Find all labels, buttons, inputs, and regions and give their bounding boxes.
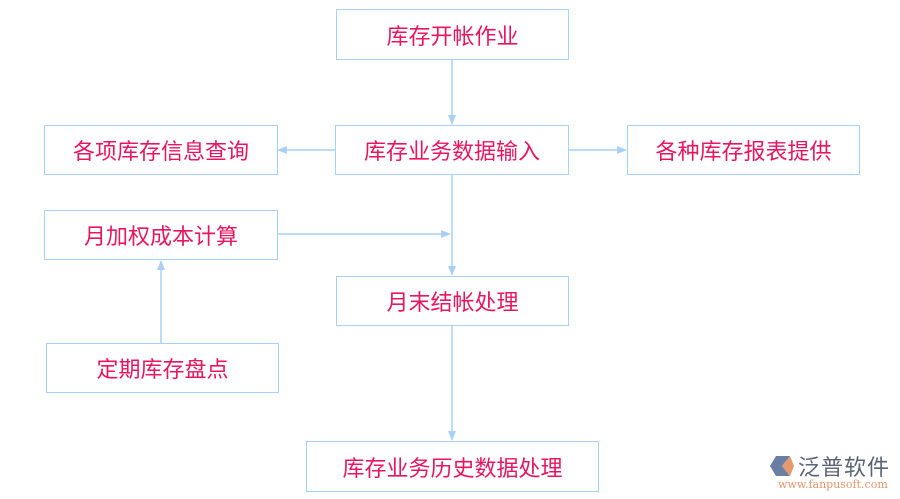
node-opening: 库存开帐作业 bbox=[336, 9, 569, 60]
logo-url: www.fanpusoft.com bbox=[778, 478, 888, 491]
node-reports: 各种库存报表提供 bbox=[627, 125, 860, 175]
node-history: 库存业务历史数据处理 bbox=[306, 441, 599, 492]
node-stocktake: 定期库存盘点 bbox=[46, 343, 279, 393]
node-month-end: 月末结帐处理 bbox=[336, 276, 569, 326]
node-weighted-cost: 月加权成本计算 bbox=[44, 210, 278, 260]
logo-name: 泛普软件 bbox=[798, 456, 891, 481]
logo: 泛普软件 www.fanpusoft.com bbox=[768, 450, 898, 495]
node-query: 各项库存信息查询 bbox=[44, 125, 278, 175]
node-input: 库存业务数据输入 bbox=[335, 125, 569, 175]
logo-icon bbox=[770, 456, 794, 476]
